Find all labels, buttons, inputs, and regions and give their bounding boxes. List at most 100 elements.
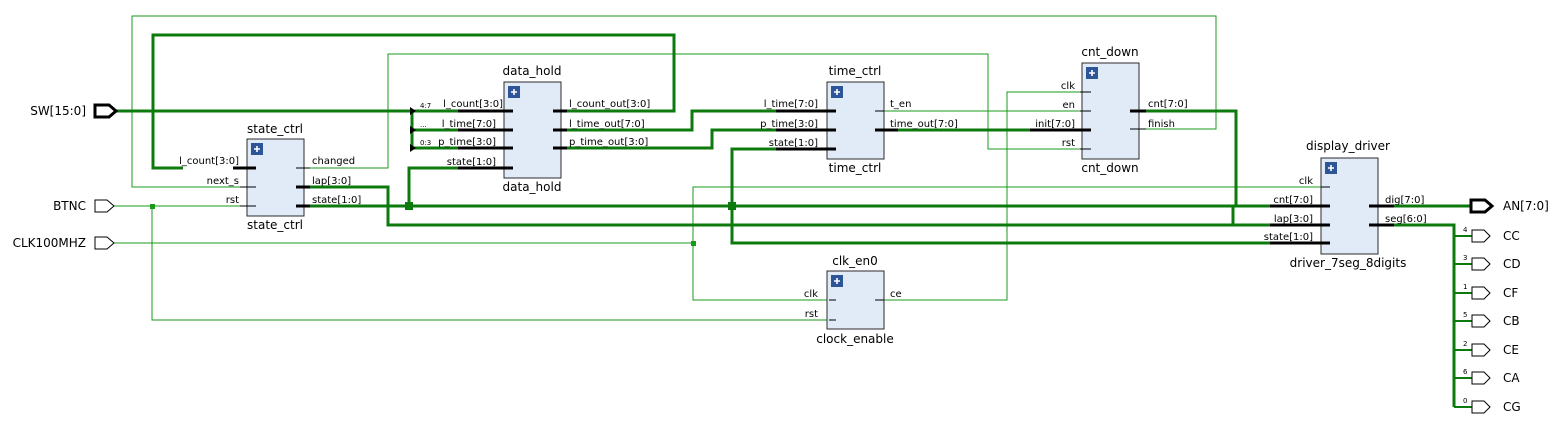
pin-label: clk [1061, 81, 1075, 92]
pin-label: state[1:0] [769, 138, 818, 149]
pin-label: clk [1299, 176, 1313, 187]
seg-taps [1454, 235, 1472, 408]
bus-tap-markers: 4:7 ... 0:3 [410, 102, 431, 152]
block-clk-en0[interactable]: clk_en0 clk rst ce clock_enable [804, 254, 902, 346]
module-name: time_ctrl [829, 161, 882, 175]
wire-next-s-loop[interactable] [131, 15, 1217, 188]
bus-state[interactable] [310, 204, 1235, 225]
seg-port-ce[interactable]: CE 2 [1463, 340, 1519, 357]
wire-ce[interactable] [884, 91, 1080, 301]
module-name: driver_7seg_8digits [1290, 256, 1407, 270]
pin-label: lap[3:0] [1274, 214, 1313, 225]
block-cnt-down[interactable]: cnt_down clk en init[7:0] rst cnt[7:0] f… [1030, 45, 1188, 175]
pin-label: clk [804, 289, 818, 300]
seg-port-cc[interactable]: CC 4 [1463, 226, 1520, 243]
module-name: cnt_down [1081, 161, 1138, 175]
junction-clk [691, 241, 696, 246]
input-ports: SW[15:0] BTNC CLK100MHZ [13, 103, 119, 250]
pin-label: p_time[3:0] [760, 119, 818, 130]
pin-label: rst [226, 195, 239, 206]
pin-label: init[7:0] [1035, 119, 1075, 130]
tap-label-p-time: 0:3 [420, 139, 431, 147]
tap-label-l-count: 4:7 [420, 102, 431, 110]
seg-port-cd[interactable]: CD 3 [1463, 254, 1521, 271]
port-btnc-icon[interactable] [94, 199, 115, 213]
pin-label: l_count[3:0] [443, 99, 503, 110]
seg-bit-label: 6 [1463, 368, 1468, 376]
bus-l-count-out[interactable] [151, 33, 676, 170]
pin-label: p_time[3:0] [438, 137, 496, 148]
pin-label: ce [890, 289, 902, 300]
pin-label: state[1:0] [1264, 232, 1313, 243]
pin-label: seg[6:0] [1385, 214, 1427, 225]
bus-p-time-out[interactable] [567, 128, 776, 150]
instance-name: clk_en0 [832, 254, 878, 268]
instance-name: cnt_down [1081, 45, 1138, 59]
bus-state-driver[interactable] [730, 206, 1270, 245]
pin-label: rst [805, 309, 818, 320]
seg-port-label: CE [1503, 343, 1519, 357]
pin-label: next_s [207, 176, 239, 187]
pin-label: time_out[7:0] [890, 119, 958, 130]
bus-l-time-out[interactable] [567, 109, 776, 132]
port-an-icon[interactable] [1469, 198, 1495, 214]
bus-lap[interactable] [310, 185, 1270, 227]
pin-label: l_count[3:0] [179, 156, 239, 167]
seg-port-label: CD [1503, 257, 1521, 271]
seg-port-label: CG [1503, 400, 1521, 414]
pin-label: changed [312, 156, 355, 167]
port-label-btnc: BTNC [53, 199, 86, 213]
output-ports: AN[7:0] CC 4 CD 3 CF 1 CB 5 CE 2 CA [1463, 198, 1549, 414]
instance-name: data_hold [503, 64, 562, 78]
seg-bit-label: 1 [1463, 283, 1467, 291]
seg-bit-label: 3 [1463, 254, 1467, 262]
instance-name: state_ctrl [247, 122, 303, 136]
seg-port-cb[interactable]: CB 5 [1463, 311, 1520, 328]
seg-port-label: CB [1503, 314, 1520, 328]
seg-bit-label: 2 [1463, 340, 1467, 348]
block-data-hold[interactable]: data_hold l_count[3:0] l_time[7:0] p_tim… [438, 64, 650, 194]
instance-name: display_driver [1306, 139, 1390, 153]
seg-bit-label: 5 [1463, 311, 1467, 319]
junction-btnc [150, 204, 155, 209]
pin-label: cnt[7:0] [1273, 195, 1313, 206]
pin-label: lap[3:0] [312, 176, 351, 187]
bus-seg[interactable] [1394, 223, 1456, 407]
bus-state-datahold[interactable] [407, 166, 458, 206]
bus-cnt[interactable] [1146, 109, 1270, 208]
seg-port-cg[interactable]: CG 0 [1463, 397, 1521, 414]
seg-port-label: CF [1503, 286, 1518, 300]
seg-bit-label: 4 [1463, 226, 1468, 234]
wire-changed-loop[interactable] [296, 53, 1080, 169]
pin-label: finish [1148, 119, 1175, 130]
seg-port-ca[interactable]: CA 6 [1463, 368, 1520, 385]
block-display-driver[interactable]: display_driver clk cnt[7:0] lap[3:0] sta… [1264, 139, 1427, 270]
port-clk100mhz-icon[interactable] [94, 236, 115, 250]
junction-state-a [405, 202, 413, 210]
pin-label: l_count_out[3:0] [569, 99, 650, 110]
pin-label: state[1:0] [312, 195, 361, 206]
pin-label: t_en [890, 99, 911, 110]
pin-label: l_time_out[7:0] [569, 119, 645, 130]
seg-port-label: CC [1503, 229, 1520, 243]
pin-label: cnt[7:0] [1148, 99, 1188, 110]
wire-clk-clken[interactable] [692, 243, 829, 301]
pin-label: p_time_out[3:0] [569, 137, 648, 148]
pin-label: en [1063, 100, 1076, 111]
pin-label: dig[7:0] [1385, 195, 1424, 206]
port-sw-icon[interactable] [93, 103, 119, 119]
instance-name: time_ctrl [829, 64, 882, 78]
block-time-ctrl[interactable]: time_ctrl l_time[7:0] p_time[3:0] state[… [760, 64, 958, 175]
bus-state-timectrl[interactable] [730, 147, 776, 206]
wire-btnc-rst[interactable] [151, 206, 829, 321]
seg-port-cf[interactable]: CF 1 [1463, 283, 1518, 300]
pin-label: l_time[7:0] [442, 119, 496, 130]
pin-label: state[1:0] [447, 157, 496, 168]
tap-label-l-time: ... [420, 121, 427, 129]
port-label-an: AN[7:0] [1503, 199, 1549, 213]
module-name: clock_enable [816, 332, 894, 346]
block-state-ctrl[interactable]: state_ctrl l_count[3:0] next_s rst chang… [179, 122, 361, 232]
module-name: state_ctrl [247, 218, 303, 232]
seg-port-label: CA [1503, 371, 1520, 385]
